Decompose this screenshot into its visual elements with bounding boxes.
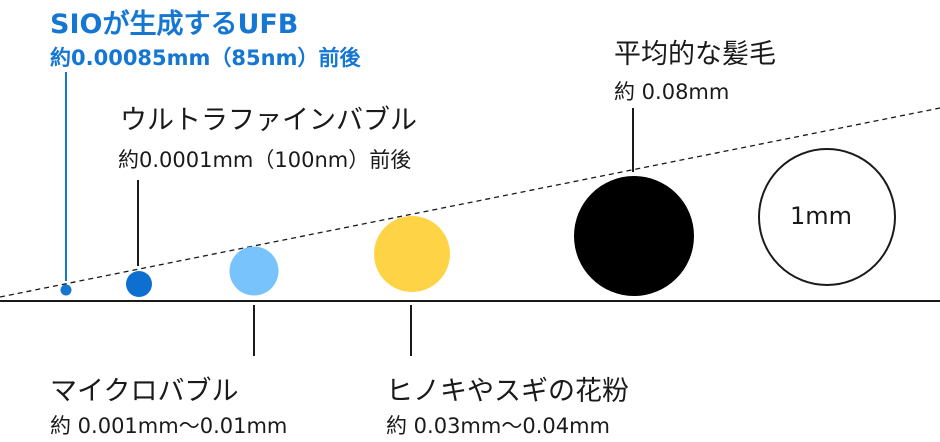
hair-circle	[574, 176, 694, 296]
pollen-circle	[374, 216, 450, 292]
hair-title: 平均的な髪毛	[614, 39, 776, 70]
ultrafine-title: ウルトラファインバブル	[120, 105, 417, 136]
sio-title: SIOが生成するUFB	[50, 9, 299, 40]
sio-ufb-dot	[60, 284, 72, 296]
micro-size: 約 0.001mm～0.01mm	[50, 414, 288, 438]
one-mm-circle	[758, 148, 896, 286]
micro-bubble-circle	[229, 246, 279, 296]
ultrafine-bubble-dot	[126, 271, 152, 297]
pollen-title: ヒノキやスギの花粉	[386, 376, 629, 407]
dashed-scale-line	[0, 107, 940, 298]
one-mm-label: 1mm	[790, 202, 853, 230]
hair-size: 約 0.08mm	[614, 80, 730, 104]
ultrafine-size: 約0.0001mm（100nm）前後	[118, 148, 412, 172]
pollen-size: 約 0.03mm～0.04mm	[386, 414, 611, 438]
sio-size: 約0.00085mm（85nm）前後	[50, 46, 361, 70]
micro-title: マイクロバブル	[50, 376, 239, 407]
